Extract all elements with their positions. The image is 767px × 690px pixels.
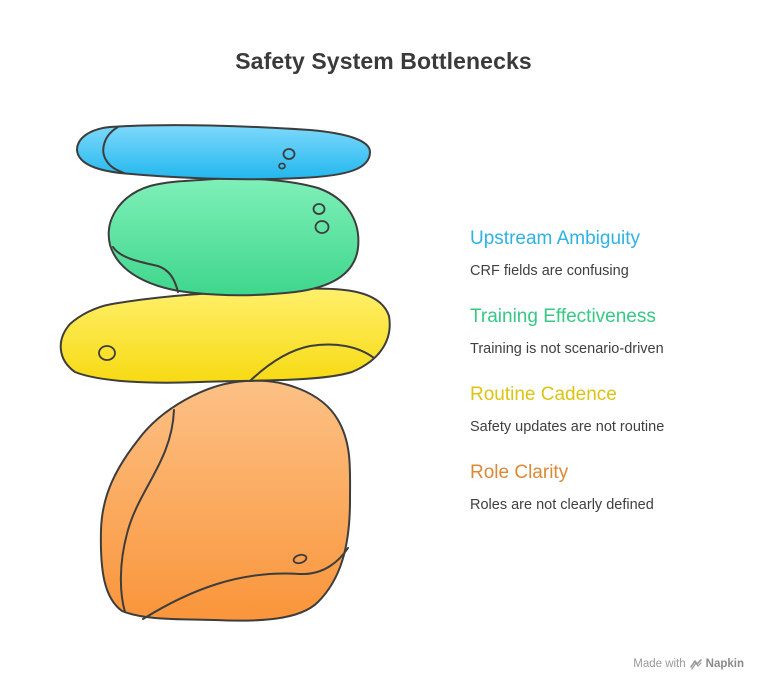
legend-title: Upstream Ambiguity [470,228,641,249]
legend-item-routine-cadence: Routine Cadence Safety updates are not r… [470,382,664,436]
legend-description: CRF fields are confusing [470,263,629,279]
stone-orange [99,379,352,622]
made-with-label: Made with [633,658,686,670]
legend-item-role-clarity: Role Clarity Roles are not clearly defin… [470,460,654,514]
legend-item-training-effectiveness: Training Effectiveness Training is not s… [470,304,664,358]
legend-title: Routine Cadence [470,384,617,405]
napkin-brand: Napkin [705,658,744,670]
stone-blue [76,124,371,181]
napkin-logo-icon [689,659,702,670]
legend-description: Roles are not clearly defined [470,497,654,513]
legend-title: Role Clarity [470,462,569,483]
legend-title: Training Effectiveness [470,306,656,327]
stone-yellow [59,287,391,384]
legend-item-upstream-ambiguity: Upstream Ambiguity CRF fields are confus… [470,226,640,280]
page-title: Safety System Bottlenecks [235,48,532,74]
napkin-watermark: Made with Napkin [633,658,744,670]
stone-green [107,177,360,297]
legend-description: Training is not scenario-driven [470,341,664,357]
legend-description: Safety updates are not routine [470,419,665,435]
